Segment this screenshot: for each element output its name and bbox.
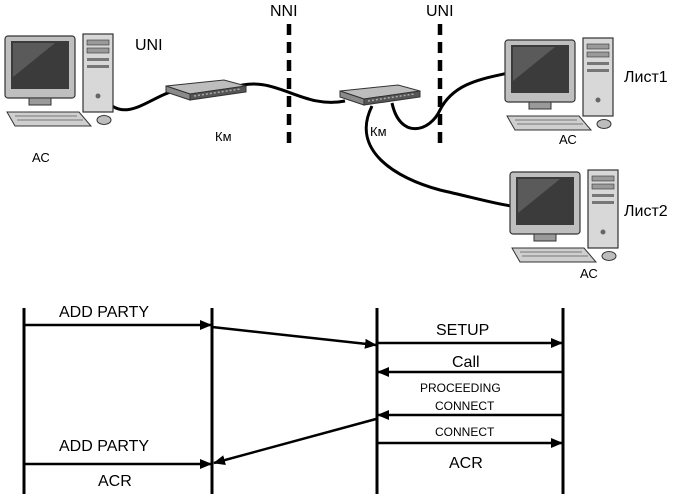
msg-setup: SETUP [436,322,489,339]
leaf2-name: Лист2 [624,203,668,220]
arrow-add-party-forward [211,325,377,349]
uni-right-label: UNI [426,3,454,20]
right-switch-icon [339,84,421,106]
msg-acr-left: ACR [98,473,132,490]
arrow-add-party-ack-back [213,417,377,465]
msg-add-party-bottom: ADD PARTY [59,438,149,455]
leaf2-computer-icon [509,169,619,263]
msg-proceeding: PROCEEDING [420,381,501,395]
msg-acr-right: ACR [449,455,483,472]
leaf1-computer-icon [504,37,614,131]
cable-switch-to-switch [231,82,346,104]
left-switch-label: Км [215,129,232,144]
uni-left-label: UNI [135,37,163,54]
right-switch-label: Км [370,124,387,139]
msg-call: Call [452,354,480,371]
leaf2-station-label: АС [580,266,598,281]
left-switch-icon [165,79,247,101]
root-computer-icon [4,33,114,127]
leaf1-station-label: АС [559,132,577,147]
msg-add-party-top: ADD PARTY [59,304,149,321]
msg-connect-2: CONNECT [435,425,495,439]
root-station-label: АС [32,150,50,165]
leaf1-name: Лист1 [624,69,668,86]
cable-right-switch-to-leaf2 [364,105,513,208]
msg-connect-1: CONNECT [435,399,495,413]
cable-right-switch-to-leaf1 [390,70,513,131]
nni-label: NNI [270,3,298,20]
